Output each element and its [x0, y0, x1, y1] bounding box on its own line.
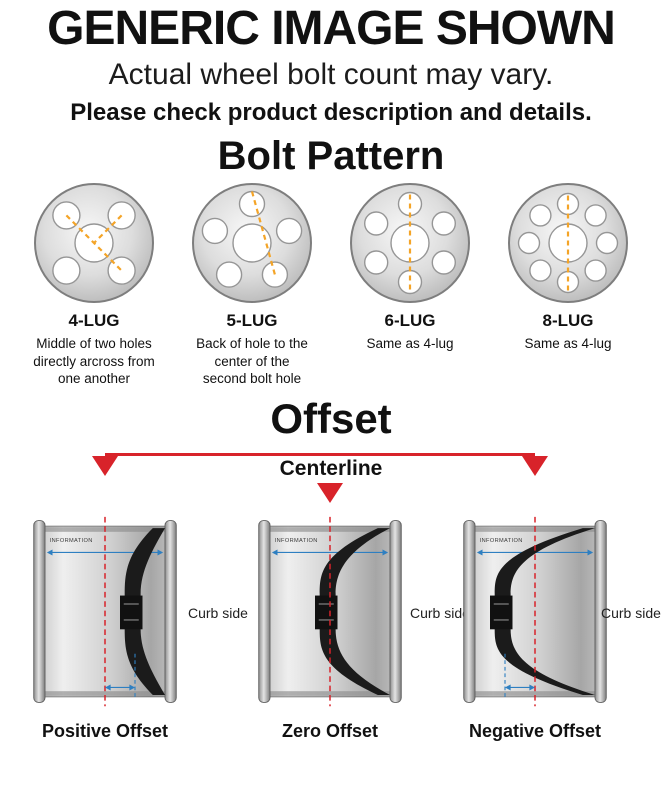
wheel-disc-profile [124, 528, 165, 696]
bolt-pattern-item: 8-LUG Same as 4-lug [490, 181, 646, 387]
lug-description: Same as 4-lug [524, 336, 612, 352]
wheel-cross-section-zero: INFORMATION [255, 509, 405, 714]
lug-diagram-6 [350, 183, 470, 304]
curb-side-label: Curb side [188, 605, 248, 622]
barrel-text: INFORMATION [50, 538, 93, 544]
curb-side-label: Curb side [410, 605, 470, 622]
wheel-cross-section-svg-positive: INFORMATION [33, 517, 177, 707]
centerline-line [105, 453, 535, 457]
lug-count-label: 5-LUG [226, 311, 278, 331]
lug-description: Middle of two holes directly arcross fro… [33, 336, 155, 386]
wheel-cross-section-positive: INFORMATION [30, 509, 180, 714]
curb-side-label: Curb side [601, 605, 661, 622]
barrel-text: INFORMATION [480, 538, 523, 544]
centerline-marker-center [317, 483, 343, 504]
wheel-cross-section-svg-negative: INFORMATION [463, 517, 607, 707]
subtitle: Actual wheel bolt count may vary. [108, 58, 554, 92]
offset-type-label: Zero Offset [281, 721, 378, 742]
offset-heading: Offset [270, 395, 392, 443]
wheel-disc-profile [319, 528, 390, 696]
lug-description: Back of hole to the center of the second… [196, 336, 308, 386]
note-text: Please check product description and det… [70, 99, 592, 127]
bolt-pattern-row: 4-LUG Middle of two holes directly arcros… [0, 177, 662, 387]
centerline-marker-right [522, 456, 548, 477]
offset-type-label: Negative Offset [468, 721, 602, 742]
lug-count-label: 4-LUG [68, 311, 120, 331]
lug-description: Same as 4-lug [366, 336, 454, 352]
barrel-text: INFORMATION [275, 538, 318, 544]
bolt-pattern-item: 5-LUG Back of hole to the center of the s… [174, 181, 330, 387]
lug-diagram-5 [192, 183, 312, 304]
lug-count-label: 6-LUG [384, 311, 436, 331]
wheel-cross-section-negative: INFORMATION [460, 509, 610, 714]
offset-type-label: Positive Offset [41, 721, 169, 742]
lug-diagram-4 [34, 183, 154, 304]
centerline-marker-left [92, 456, 118, 477]
bolt-pattern-item: 4-LUG Middle of two holes directly arcros… [16, 181, 172, 387]
bolt-pattern-heading: Bolt Pattern [217, 134, 445, 179]
wheel-cross-section-svg-zero: INFORMATION [258, 517, 402, 707]
bolt-pattern-item: 6-LUG Same as 4-lug [332, 181, 488, 387]
lug-diagram-8 [508, 183, 628, 304]
page-title: GENERIC IMAGE SHOWN [47, 2, 616, 55]
lug-count-label: 8-LUG [542, 311, 594, 331]
centerline-label: Centerline [279, 457, 383, 481]
